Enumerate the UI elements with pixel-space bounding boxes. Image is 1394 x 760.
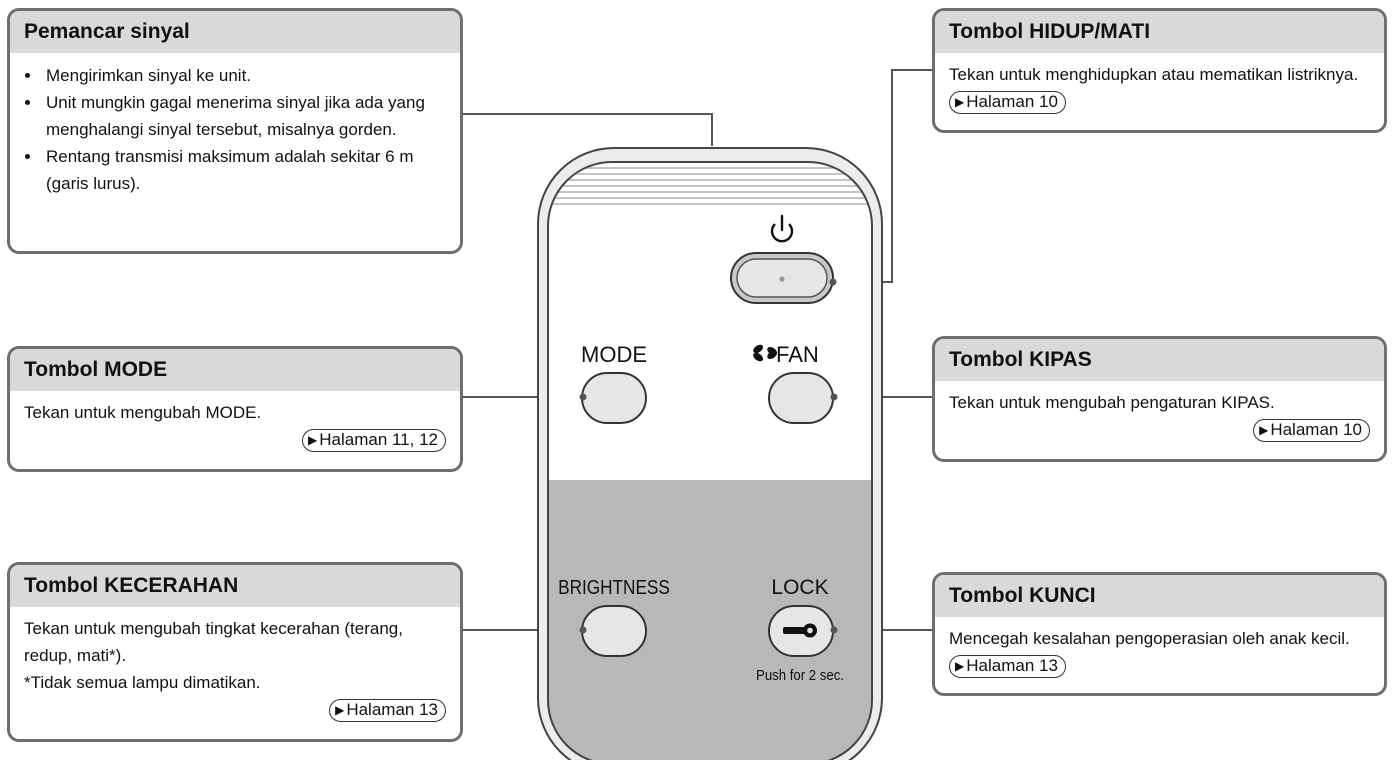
play-icon: ▶ bbox=[955, 95, 965, 109]
callout-text: Tekan untuk mengubah tingkat kecerahan (… bbox=[24, 619, 403, 665]
callout-mode-button: Tombol MODE Tekan untuk mengubah MODE. ▶… bbox=[7, 346, 463, 472]
callout-title: Tombol KUNCI bbox=[935, 575, 1384, 617]
callout-text: Tekan untuk mengubah MODE. bbox=[24, 403, 262, 422]
callout-note: *Tidak semua lampu dimatikan. bbox=[24, 673, 261, 692]
fan-icon bbox=[753, 344, 778, 362]
brightness-button[interactable] bbox=[581, 605, 647, 657]
play-icon: ▶ bbox=[955, 659, 965, 673]
page-reference[interactable]: ▶Halaman 10 bbox=[1253, 419, 1370, 442]
signal-bullet: Unit mungkin gagal menerima sinyal jika … bbox=[42, 89, 446, 143]
page-reference[interactable]: ▶Halaman 10 bbox=[949, 91, 1066, 114]
callout-title: Tombol KECERAHAN bbox=[10, 565, 460, 607]
callout-text: Tekan untuk menghidupkan atau mematikan … bbox=[949, 65, 1359, 84]
leader-endpoints bbox=[579, 278, 838, 634]
page-reference[interactable]: ▶Halaman 13 bbox=[329, 699, 446, 722]
play-icon: ▶ bbox=[308, 433, 318, 447]
signal-bullet: Mengirimkan sinyal ke unit. bbox=[42, 62, 446, 89]
callout-title: Tombol KIPAS bbox=[935, 339, 1384, 381]
callout-title: Tombol HIDUP/MATI bbox=[935, 11, 1384, 53]
callout-fan-button: Tombol KIPAS Tekan untuk mengubah pengat… bbox=[932, 336, 1387, 462]
mode-button[interactable] bbox=[581, 372, 647, 424]
signal-bullet: Rentang transmisi maksimum adalah sekita… bbox=[42, 143, 446, 197]
fan-button[interactable] bbox=[768, 372, 834, 424]
play-icon: ▶ bbox=[335, 703, 345, 717]
callout-text: Mencegah kesalahan pengoperasian oleh an… bbox=[949, 629, 1350, 648]
remote-control: MODE FAN BRIGHTNESS LOCK Push for 2 sec. bbox=[537, 147, 883, 760]
lock-button[interactable] bbox=[768, 605, 834, 657]
remote-inner-panel bbox=[547, 161, 873, 760]
brightness-label: BRIGHTNESS bbox=[558, 576, 670, 599]
mode-label: MODE bbox=[581, 342, 647, 367]
power-indicator-led bbox=[779, 276, 785, 282]
leader-line-signal bbox=[462, 113, 713, 146]
fan-label: FAN bbox=[776, 342, 819, 367]
callout-power-button: Tombol HIDUP/MATI Tekan untuk menghidupk… bbox=[932, 8, 1387, 133]
callout-title: Pemancar sinyal bbox=[10, 11, 460, 53]
power-button[interactable] bbox=[730, 252, 834, 304]
lock-label: LOCK bbox=[771, 576, 828, 599]
page-reference[interactable]: ▶Halaman 11, 12 bbox=[302, 429, 446, 452]
key-icon bbox=[783, 623, 817, 638]
callout-brightness-button: Tombol KECERAHAN Tekan untuk mengubah ti… bbox=[7, 562, 463, 742]
power-icon bbox=[770, 214, 794, 243]
callout-title: Tombol MODE bbox=[10, 349, 460, 391]
lock-hint: Push for 2 sec. bbox=[756, 666, 844, 683]
callout-text: Tekan untuk mengubah pengaturan KIPAS. bbox=[949, 393, 1275, 412]
play-icon: ▶ bbox=[1259, 423, 1269, 437]
signal-transmitter-grille bbox=[548, 167, 872, 205]
page-reference[interactable]: ▶Halaman 13 bbox=[949, 655, 1066, 678]
callout-lock-button: Tombol KUNCI Mencegah kesalahan pengoper… bbox=[932, 572, 1387, 696]
callout-signal-transmitter: Pemancar sinyal Mengirimkan sinyal ke un… bbox=[7, 8, 463, 254]
signal-bullet-list: Mengirimkan sinyal ke unit. Unit mungkin… bbox=[24, 62, 446, 197]
